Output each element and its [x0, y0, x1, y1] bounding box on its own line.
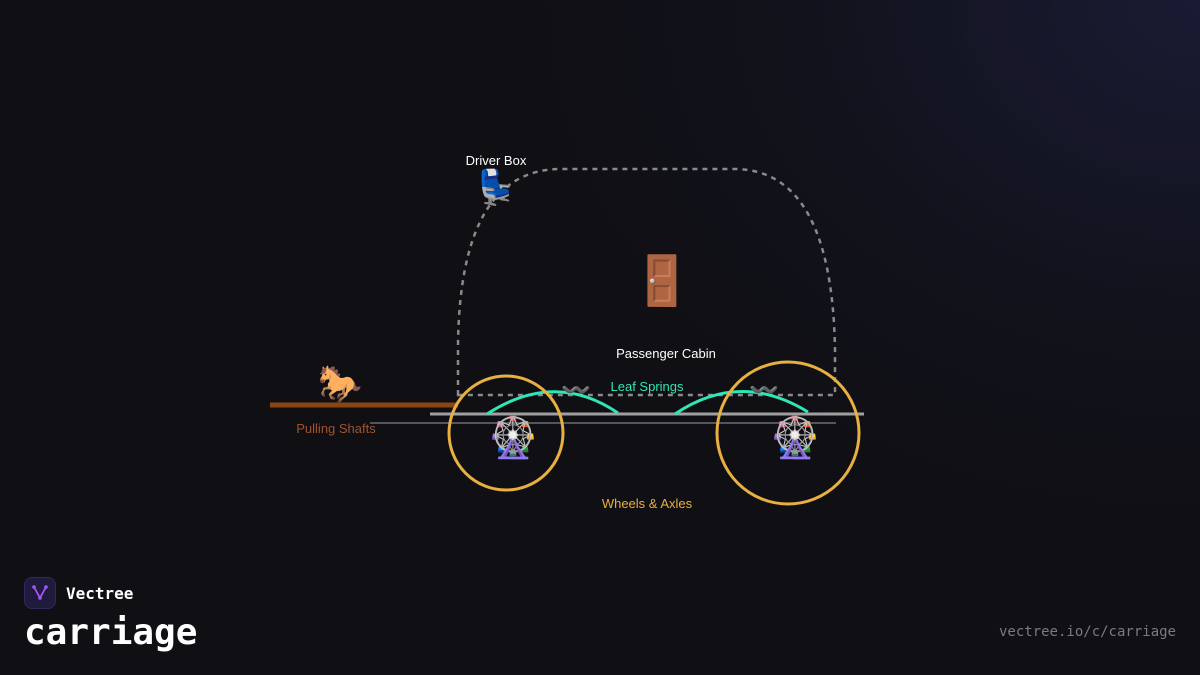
door-icon: 🚪: [632, 253, 692, 309]
wheel-icon-rear: 🎡: [770, 414, 820, 461]
driver-box-label: Driver Box: [466, 153, 527, 168]
brand-name: Vectree: [66, 583, 134, 603]
pulling-shafts-label: Pulling Shafts: [296, 421, 376, 436]
seat-icon: 💺: [475, 168, 517, 208]
wheels-axles-label: Wheels & Axles: [602, 496, 693, 511]
page-url[interactable]: vectree.io/c/carriage: [998, 624, 1176, 640]
rear-wheel-rim: [715, 360, 861, 506]
leaf-springs-label: Leaf Springs: [611, 379, 684, 394]
spring-icon-front: 〰️: [561, 376, 591, 404]
page-title: carriage: [24, 612, 198, 653]
passenger-cabin-outline: [456, 167, 837, 397]
wheel-icon-front: 🎡: [488, 414, 538, 461]
passenger-cabin-label: Passenger Cabin: [616, 346, 716, 361]
front-wheel-rim: [447, 374, 565, 492]
horse-icon: 🐎: [318, 364, 363, 405]
vectree-logo-icon: [24, 577, 56, 609]
leaf-spring-rear: [674, 390, 809, 416]
leaf-spring-front: [486, 390, 619, 416]
spring-icon-rear: 〰️: [749, 376, 779, 404]
brand: Vectree: [24, 577, 133, 609]
